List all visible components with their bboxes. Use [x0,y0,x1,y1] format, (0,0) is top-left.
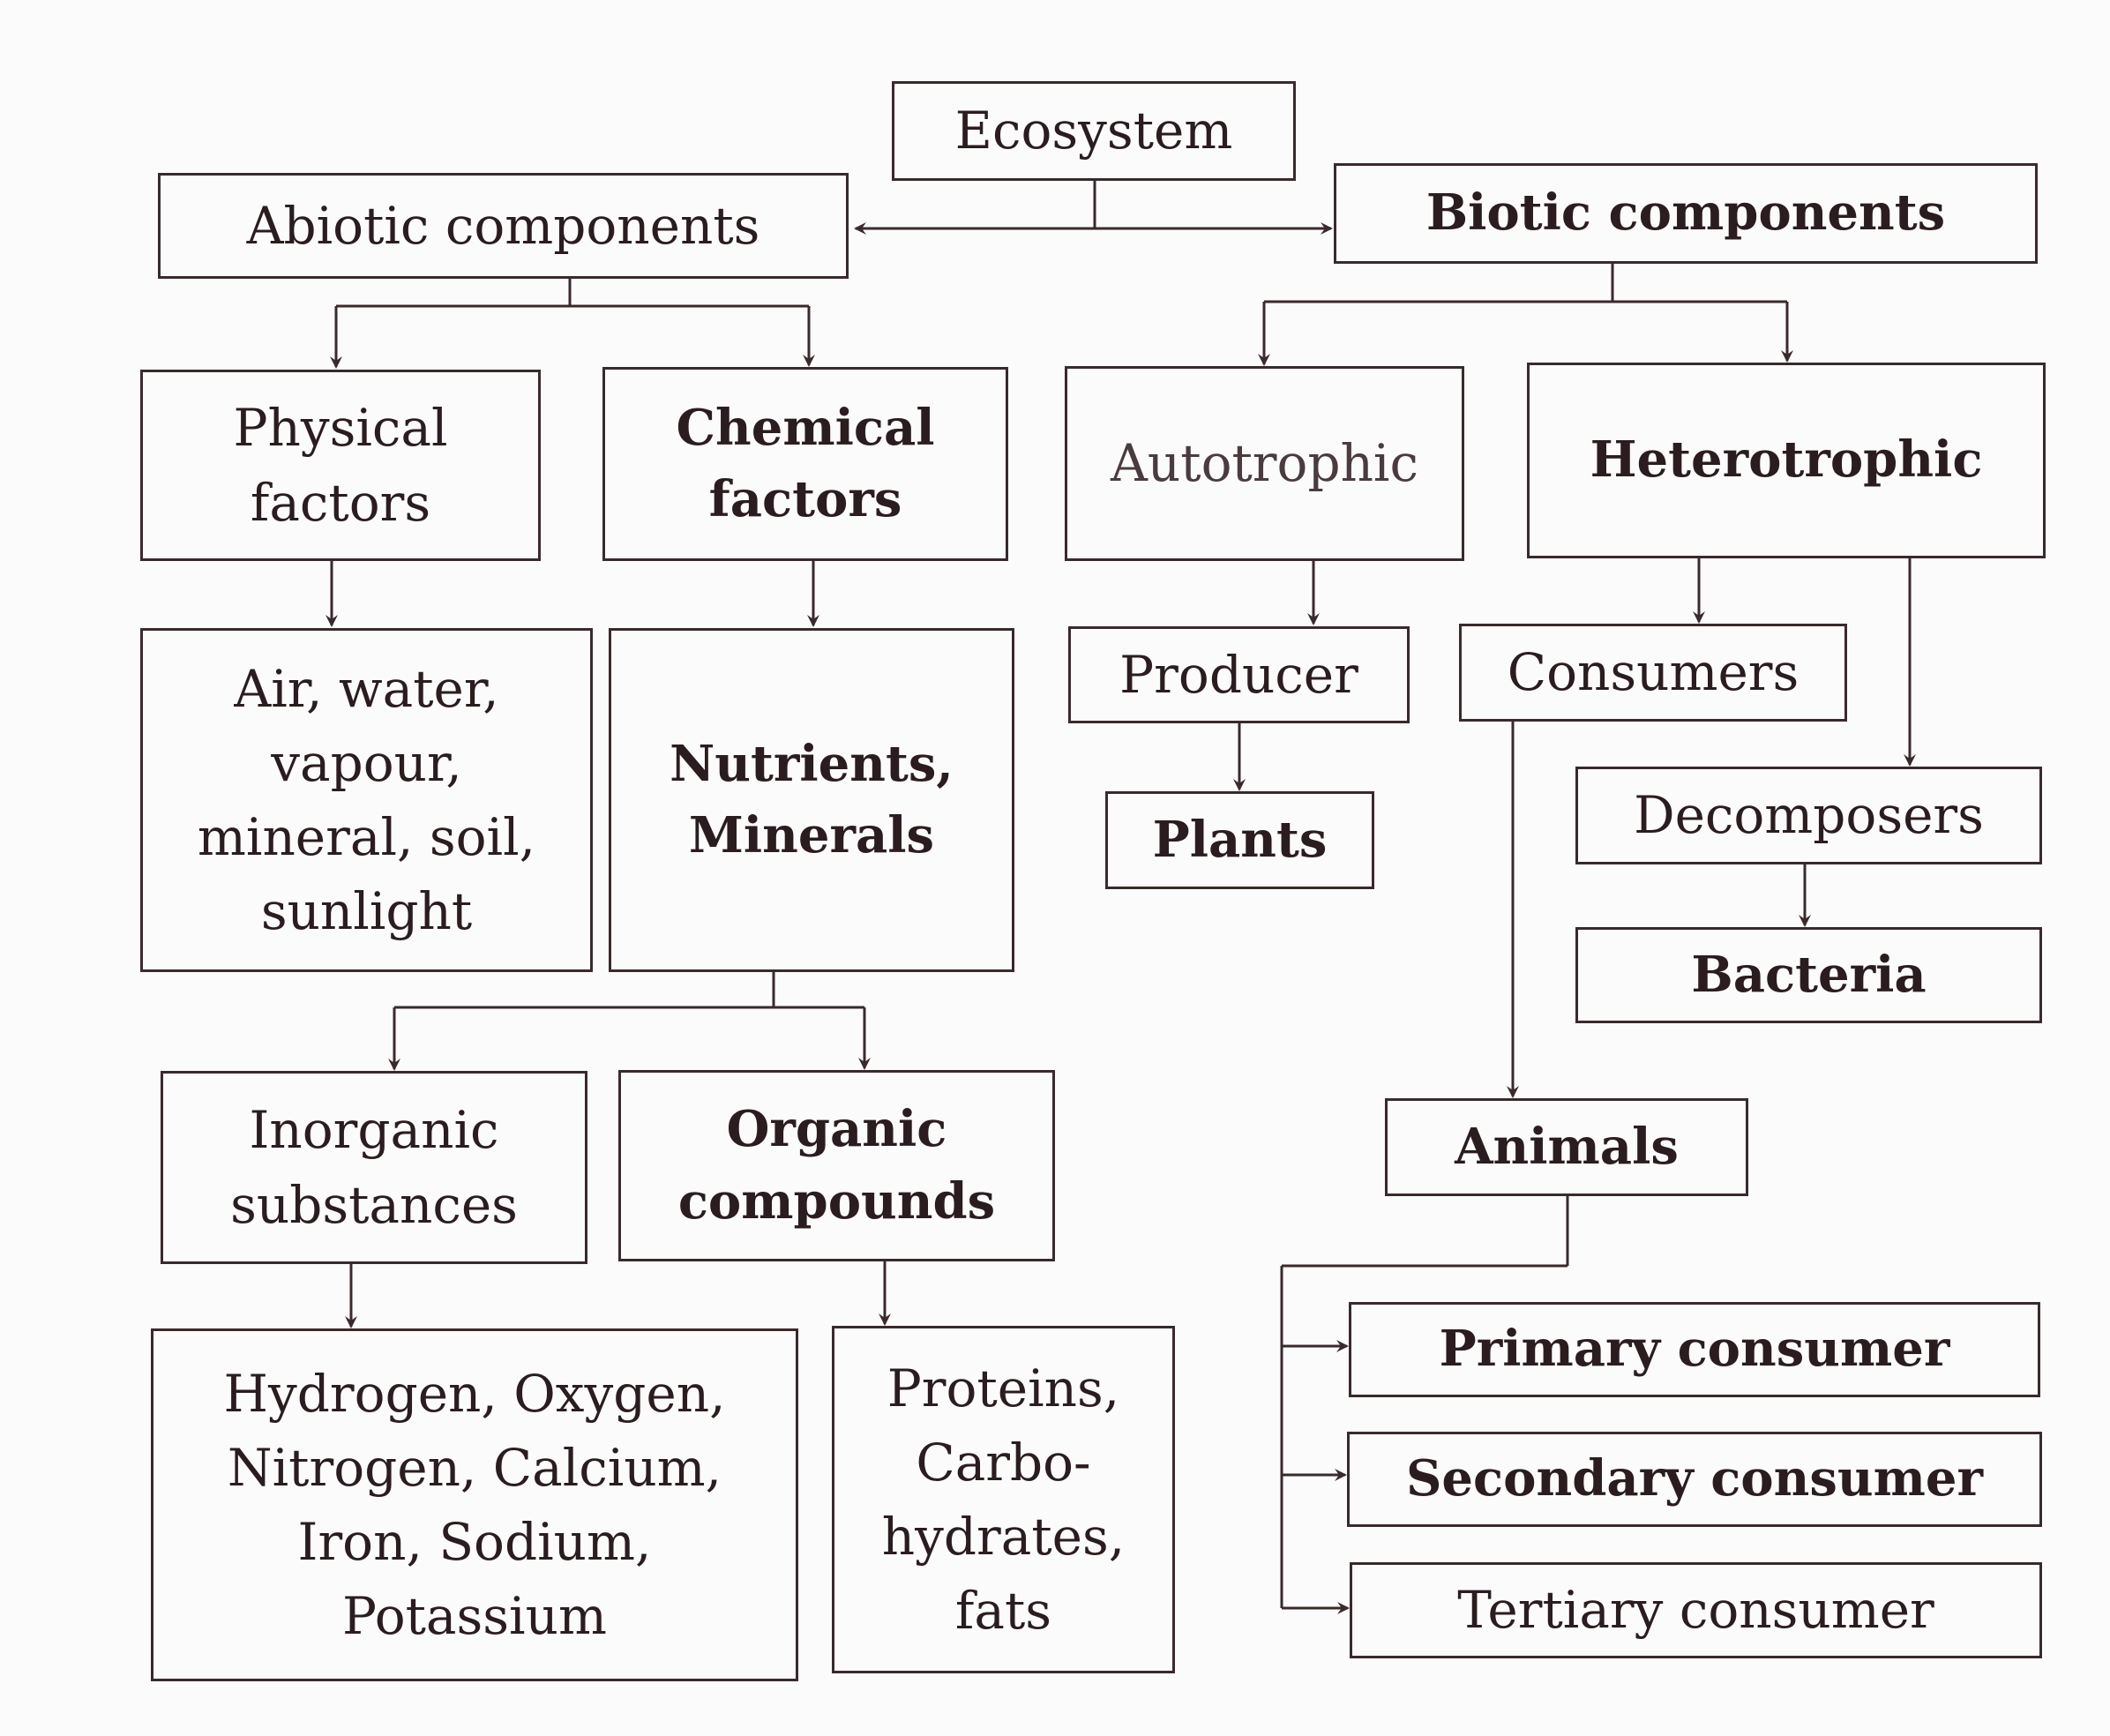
ecosystem-node: Ecosystem [892,81,1296,181]
organic-compounds-node: Organic compounds [618,1070,1055,1261]
organic-items-node: Proteins, Carbo- hydrates, fats [832,1326,1175,1673]
chemical-factors-node: Chemical factors [602,367,1008,561]
secondary-consumer-node: Secondary consumer [1347,1432,2042,1527]
decomposers-node: Decomposers [1575,767,2042,864]
nutrients-minerals-node: Nutrients, Minerals [609,628,1014,972]
abiotic-components-node: Abiotic components [158,173,849,279]
animals-node: Animals [1385,1098,1748,1196]
producer-node: Producer [1068,626,1410,723]
consumers-node: Consumers [1459,624,1847,722]
tertiary-consumer-node: Tertiary consumer [1350,1562,2042,1658]
heterotrophic-node: Heterotrophic [1527,363,2046,558]
primary-consumer-node: Primary consumer [1349,1302,2040,1397]
bacteria-node: Bacteria [1575,927,2042,1023]
physical-items-node: Air, water, vapour, mineral, soil, sunli… [140,628,593,972]
biotic-components-node: Biotic components [1334,163,2038,264]
inorganic-substances-node: Inorganic substances [161,1071,587,1264]
autotrophic-node: Autotrophic [1065,366,1464,561]
physical-factors-node: Physical factors [140,370,541,561]
plants-node: Plants [1105,791,1374,889]
inorganic-items-node: Hydrogen, Oxygen, Nitrogen, Calcium, Iro… [151,1328,798,1681]
